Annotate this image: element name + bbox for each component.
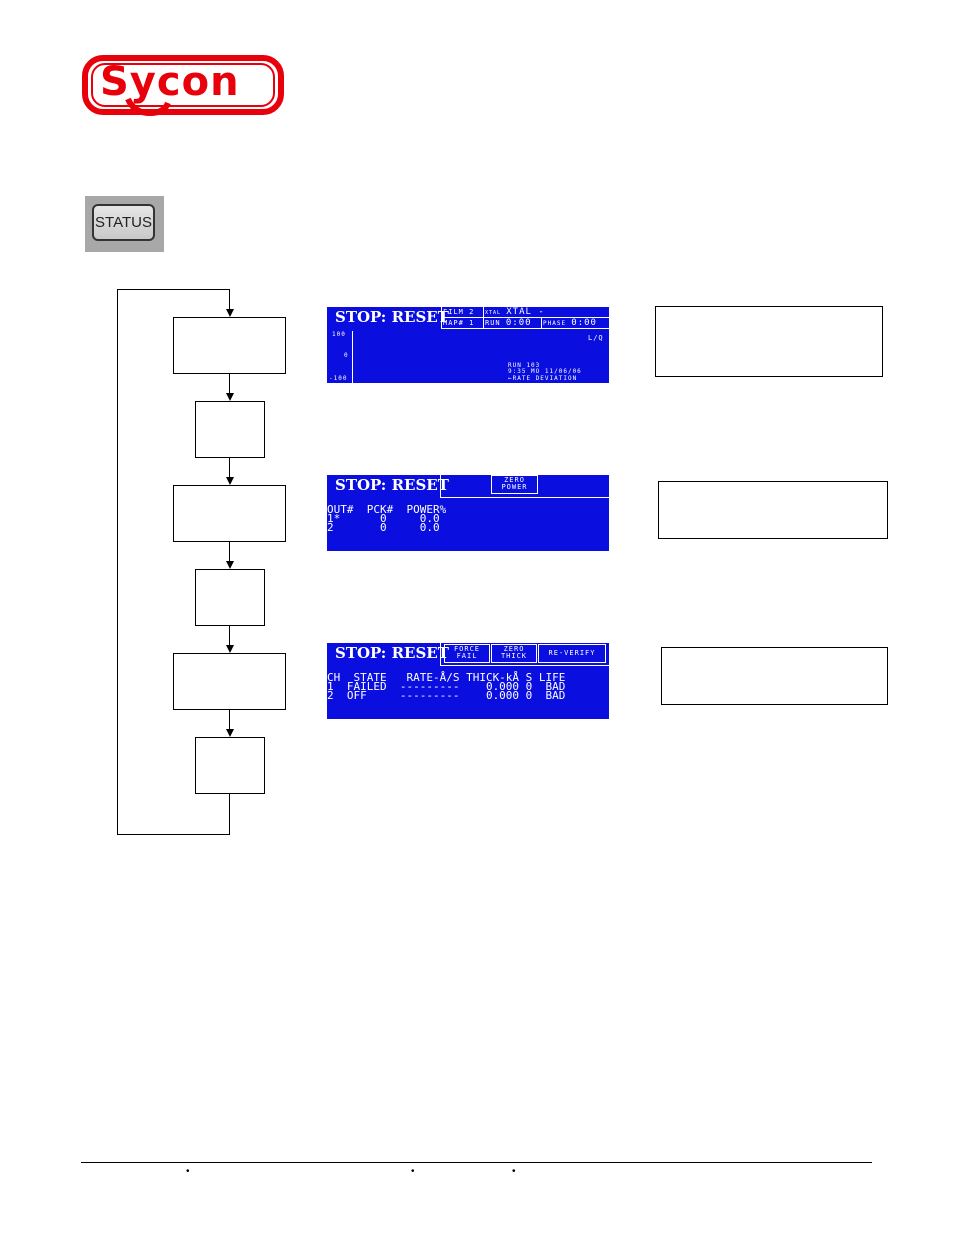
phase-time: 0:00 bbox=[571, 318, 597, 328]
softkey-zero-thick[interactable]: ZERO THICK bbox=[491, 644, 537, 663]
screen-title: STOP: RESET bbox=[335, 644, 449, 662]
logo-text: Sycon bbox=[100, 59, 240, 105]
footer-bullet: • bbox=[411, 1166, 415, 1177]
xtal-status: XTAL - bbox=[506, 307, 545, 317]
lcd-screen-crystal-status: STOP: RESET FORCE FAIL ZERO THICK RE-VER… bbox=[327, 643, 609, 719]
flow-box-1 bbox=[173, 317, 286, 374]
screen-title: STOP: RESET bbox=[335, 476, 449, 494]
flow-box-6 bbox=[195, 737, 265, 794]
status-key-image: STATUS bbox=[85, 196, 164, 252]
xtal-label: XTAL bbox=[485, 310, 502, 316]
status-key-label: STATUS bbox=[92, 204, 155, 241]
softkey-force-fail[interactable]: FORCE FAIL bbox=[444, 644, 490, 663]
flow-box-4 bbox=[195, 569, 265, 626]
output-row-1: 1* 0 0.0 bbox=[327, 512, 440, 525]
screen-title: STOP: RESET bbox=[335, 308, 449, 326]
footer-bullet: • bbox=[186, 1166, 190, 1177]
flow-box-5 bbox=[173, 653, 286, 710]
phase-label: PHASE bbox=[543, 320, 567, 327]
run-number: RUN 103 bbox=[508, 362, 541, 369]
run-label: RUN bbox=[485, 319, 501, 327]
y-axis-top: 100 bbox=[332, 331, 346, 338]
rate-deviation: ←RATE DEVIATION bbox=[508, 375, 578, 382]
crystal-row-1: 1 FAILED --------- 0.000 0 BAD bbox=[327, 680, 566, 693]
date-time: 9:35 MO 11/06/06 bbox=[508, 368, 582, 375]
description-box-3 bbox=[661, 647, 888, 705]
softkey-re-verify[interactable]: RE-VERIFY bbox=[538, 644, 606, 663]
y-axis-bottom: -100 bbox=[329, 375, 348, 382]
lq-label: L/Q bbox=[588, 334, 604, 342]
softkey-zero-power[interactable]: ZERO POWER bbox=[491, 475, 538, 494]
film-label: FILM bbox=[443, 308, 464, 316]
sycon-logo: Sycon bbox=[82, 55, 284, 125]
footer-bullet: • bbox=[512, 1166, 516, 1177]
map-label: MAP# bbox=[443, 319, 464, 327]
output-row-2: 2 0 0.0 bbox=[327, 521, 440, 534]
film-value: 2 bbox=[469, 308, 475, 316]
y-axis-mid: 0 bbox=[344, 352, 349, 359]
output-table-header: OUT# PCK# POWER% bbox=[327, 503, 447, 516]
crystal-table-header: CH STATE RATE-Å/S THICK-kÅ S LIFE bbox=[327, 671, 566, 684]
footer-rule bbox=[81, 1162, 872, 1163]
run-time: 0:00 bbox=[505, 318, 532, 328]
lcd-screen-output-power: STOP: RESET ZERO POWER OUT# PCK# POWER% … bbox=[327, 475, 609, 551]
lcd-screen-status-graph: STOP: RESET FILM 2 XTAL XTAL - MAP# 1 RU… bbox=[327, 307, 609, 383]
description-box-1 bbox=[655, 306, 883, 377]
map-value: 1 bbox=[469, 319, 475, 327]
flow-box-2 bbox=[195, 401, 265, 458]
crystal-row-2: 2 OFF --------- 0.000 0 BAD bbox=[327, 689, 566, 702]
description-box-2 bbox=[658, 481, 888, 539]
flow-box-3 bbox=[173, 485, 286, 542]
